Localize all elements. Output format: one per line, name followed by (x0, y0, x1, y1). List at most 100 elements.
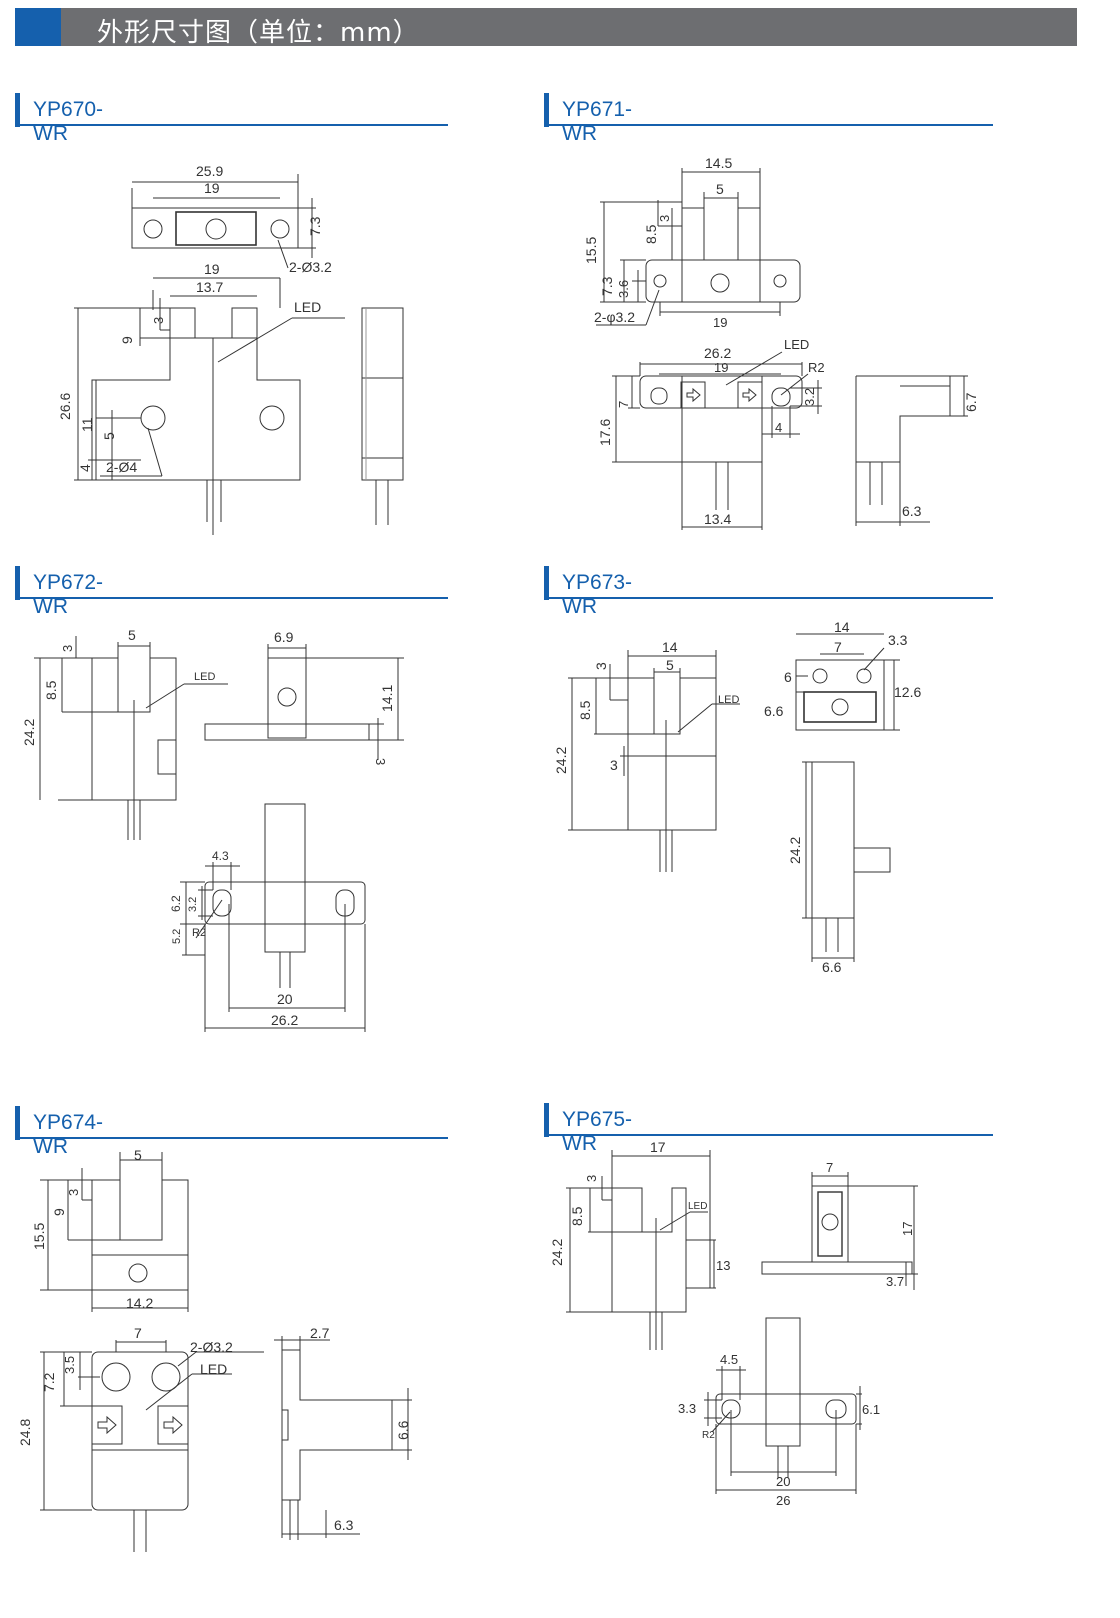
dim-label: 6.6 (822, 959, 842, 975)
dim-label: 6.9 (274, 629, 294, 645)
dim-label: 24.2 (21, 719, 37, 746)
dim-label: 12.6 (894, 684, 921, 700)
dim-label: 26.2 (704, 345, 731, 361)
dim-label: 17 (650, 1139, 666, 1155)
dim-label: 4.5 (720, 1352, 738, 1367)
dim-label: 24.2 (549, 1239, 565, 1266)
yp670-arm-right (231, 307, 258, 339)
heading-rule (549, 597, 993, 599)
heading-bar (15, 1106, 20, 1140)
heading-rule (549, 124, 993, 126)
dim-label: LED (688, 1201, 707, 1212)
dim-label: 13.4 (704, 511, 731, 527)
heading-bar (15, 93, 20, 127)
yp671-arrow-right (737, 381, 763, 409)
dim-label: 14.5 (705, 155, 732, 171)
dim-label: 6 (784, 669, 792, 685)
dim-label: 7 (826, 1160, 833, 1175)
heading-rule (20, 597, 448, 599)
dim-label: 3 (60, 645, 75, 652)
dim-label: LED (784, 337, 809, 352)
dim-label: 3.6 (616, 280, 631, 298)
dim-label: 4 (77, 464, 93, 472)
dim-label: 14.2 (126, 1295, 153, 1311)
dim-label: 13 (716, 1258, 730, 1273)
yp670-mount-hole-right (259, 405, 285, 431)
dim-label: 7 (134, 1325, 142, 1341)
dim-label: 5 (716, 181, 724, 197)
dim-label: 8.5 (43, 680, 59, 700)
dim-label: 15.5 (31, 1223, 47, 1250)
page-title: 外形尺寸图（单位：mm） (97, 18, 420, 48)
dim-label: 26 (776, 1493, 790, 1508)
yp671-plate (645, 259, 801, 303)
yp670-top-plate (131, 207, 299, 249)
dim-label: LED (294, 299, 321, 315)
model-name: YP674-WR (33, 1111, 104, 1158)
dim-label: 20 (277, 991, 293, 1007)
dim-label: 3 (584, 1175, 599, 1182)
dim-label: 2-Ø3.2 (289, 259, 332, 275)
dim-label: 26.6 (57, 393, 73, 420)
heading-rule (20, 124, 448, 126)
heading-bar (544, 93, 549, 127)
dim-label: 6.1 (862, 1402, 880, 1417)
dim-label: 7.2 (41, 1372, 57, 1392)
yp674-lower-body (91, 1351, 189, 1511)
dim-label: 5 (128, 627, 136, 643)
dim-label: 13.7 (196, 279, 223, 295)
yp671-arrow-left (680, 381, 706, 409)
yp674-front-body (91, 1179, 189, 1291)
yp670-drawing (74, 174, 404, 535)
dim-label: 5 (101, 432, 117, 440)
dim-label: 2-φ3.2 (594, 309, 635, 325)
dim-label: 3 (151, 317, 166, 324)
dim-label: 7.3 (307, 216, 323, 236)
dim-label: 20 (776, 1474, 790, 1489)
dim-label: 15.5 (583, 237, 599, 264)
dim-label: 6.6 (395, 1420, 411, 1440)
dim-label: LED (200, 1361, 227, 1377)
model-name: YP672-WR (33, 571, 104, 618)
dim-label: 14.1 (379, 685, 395, 712)
dim-label: 25.9 (196, 163, 223, 179)
dim-label: 11 (79, 417, 95, 432)
dim-label: 5 (666, 657, 674, 673)
heading-rule (549, 1134, 993, 1136)
yp670-top-window (175, 211, 257, 246)
dim-label: LED (718, 694, 739, 706)
dim-label: 3.3 (678, 1401, 696, 1416)
dim-label: 26.2 (271, 1012, 298, 1028)
dim-label: LED (194, 671, 215, 683)
dim-label: 9 (119, 336, 135, 344)
dim-label: 6.6 (764, 703, 784, 719)
dim-label: 24.2 (553, 747, 569, 774)
yp670-led-lens (205, 218, 227, 240)
dim-label: 9 (51, 1208, 67, 1216)
dim-label: 14 (662, 639, 678, 655)
model-name: YP673-WR (562, 571, 633, 618)
dim-label: 3.5 (62, 1356, 77, 1374)
yp673-top-body (795, 659, 885, 731)
yp670-side-body (361, 307, 404, 481)
dim-label: 3 (593, 662, 609, 670)
dim-label: 4 (775, 420, 782, 435)
dim-label: R2 (808, 360, 825, 375)
dim-label: 3 (373, 758, 388, 765)
dim-label: 3 (657, 215, 672, 222)
dim-label: 8.5 (577, 700, 593, 720)
dim-label: 3.2 (802, 388, 817, 406)
dim-label: R2 (192, 927, 206, 939)
dim-label: 8.5 (643, 224, 659, 244)
heading-rule (20, 1137, 448, 1139)
dim-label: 19 (204, 261, 220, 277)
dim-label: 3.3 (888, 632, 908, 648)
dim-label: 7 (616, 401, 631, 408)
dim-label: 2.7 (310, 1325, 330, 1341)
yp673-side-body (811, 761, 855, 919)
yp673-drawing (568, 633, 900, 962)
yp671-slot-left (650, 387, 668, 405)
yp675-bottom-body (765, 1317, 801, 1447)
dim-label: 4.3 (212, 849, 229, 863)
